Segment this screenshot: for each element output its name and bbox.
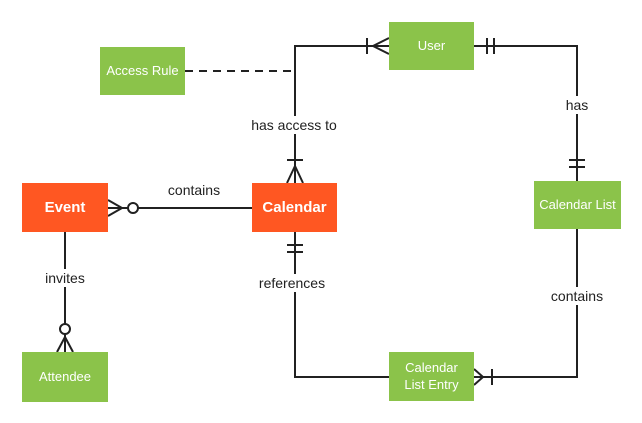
- relationship-label-references: references: [254, 274, 330, 292]
- entity-user-label: User: [417, 37, 446, 53]
- entity-access-rule: Access Rule: [100, 47, 185, 95]
- connector-user-has-access-to-calendar: [286, 37, 390, 184]
- entity-calendar: Calendar: [252, 183, 337, 232]
- entity-calendar-list-entry: Calendar List Entry: [389, 352, 474, 401]
- connector-calendar-contains-event: [107, 199, 252, 217]
- entity-attendee: Attendee: [22, 352, 108, 402]
- relationship-label-has-access-to: has access to: [247, 116, 341, 134]
- entity-access-rule-label: Access Rule: [106, 62, 179, 78]
- connector-user-has-calendar-list: [474, 38, 585, 181]
- entity-calendar-list: Calendar List: [534, 181, 621, 229]
- cardinality-optional-circle: [127, 202, 139, 214]
- cardinality-exactly-one-marker-calendar-bottom: [287, 244, 303, 253]
- cardinality-one-or-many-marker-user: [366, 37, 390, 55]
- entity-user: User: [389, 22, 474, 70]
- entity-attendee-label: Attendee: [38, 368, 92, 384]
- relationship-label-contains-event: contains: [163, 181, 225, 199]
- cardinality-optional-circle-attendee: [59, 323, 71, 335]
- connector-entry-references-calendar: [287, 232, 389, 378]
- relationship-label-invites: invites: [41, 269, 89, 287]
- cardinality-zero-or-many-marker: [107, 199, 128, 217]
- cardinality-one-or-many-marker-entry: [473, 368, 493, 386]
- entity-calendar-list-label: Calendar List: [539, 196, 616, 212]
- cardinality-exactly-one-marker-user: [486, 38, 495, 54]
- connector-event-invites-attendee: [56, 232, 74, 353]
- relationship-label-contains-list: contains: [546, 287, 608, 305]
- cardinality-exactly-one-marker-calendar-list: [569, 159, 585, 168]
- connector-list-contains-entry: [473, 229, 578, 386]
- entity-calendar-label: Calendar: [262, 198, 327, 216]
- entity-calendar-list-entry-label: Calendar List Entry: [404, 359, 459, 392]
- cardinality-one-or-many-marker-calendar: [286, 159, 304, 184]
- entity-event-label: Event: [44, 198, 86, 216]
- entity-event: Event: [22, 183, 108, 232]
- cardinality-zero-or-many-marker-attendee: [56, 334, 74, 353]
- relationship-label-has: has: [561, 96, 593, 114]
